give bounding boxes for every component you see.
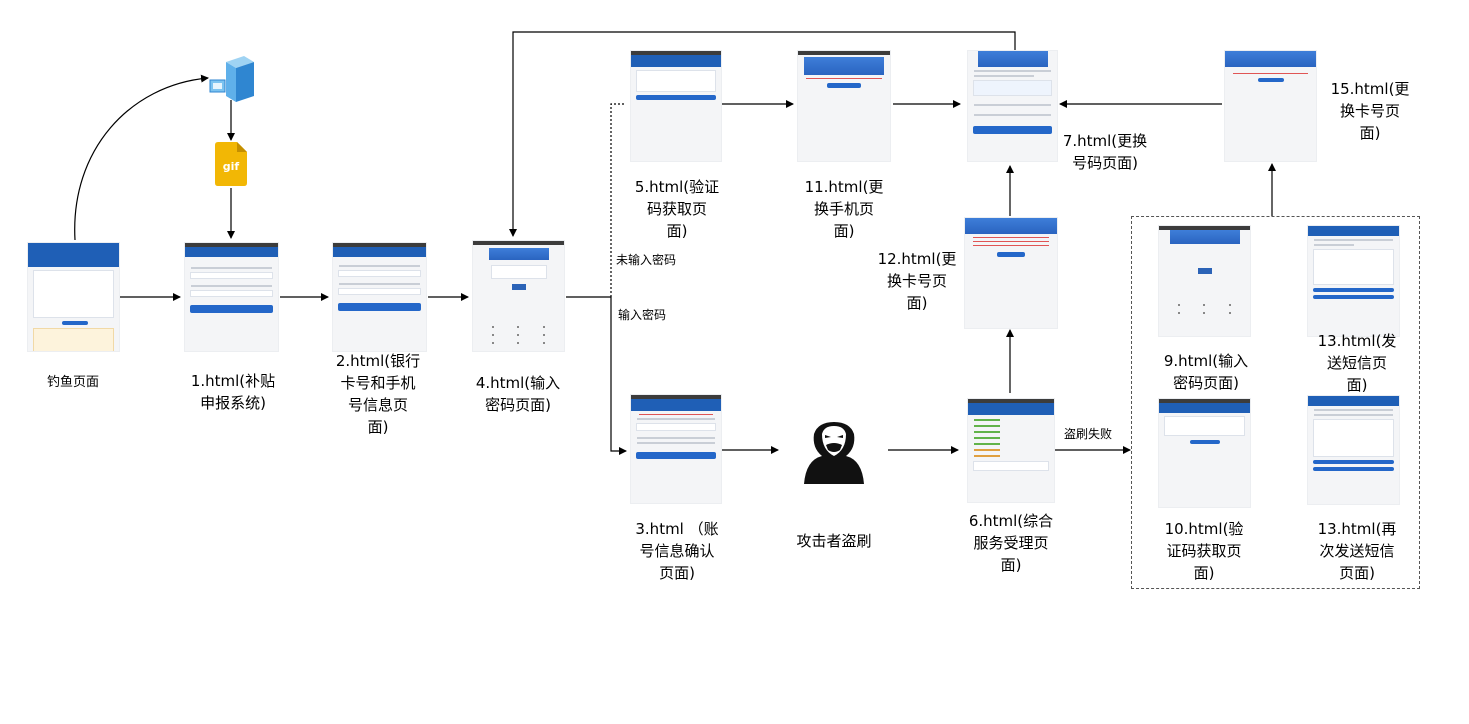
thumbnail-p4 <box>472 240 565 352</box>
gif-file-icon: gif <box>215 142 247 186</box>
label-attacker: 攻击者盗刷 <box>796 532 872 550</box>
edge-label-password: 输入密码 <box>618 308 667 322</box>
label-p1: 1.html(补贴申报系统) <box>190 372 276 412</box>
thumbnail-p7 <box>967 50 1058 162</box>
label-p6: 6.html(综合服务受理页面) <box>968 512 1054 574</box>
label-p2: 2.html(银行卡号和手机号信息页面) <box>335 352 421 436</box>
edge-label-fail: 盗刷失败 <box>1064 427 1113 441</box>
label-p10: 10.html(验证码获取页面) <box>1164 520 1244 582</box>
label-p4: 4.html(输入密码页面) <box>475 374 561 414</box>
label-p15: 15.html(更换卡号页面) <box>1330 80 1410 142</box>
label-p7: 7.html(更换号码页面) <box>1062 132 1148 172</box>
thumbnail-p6 <box>967 398 1055 503</box>
label-p12: 12.html(更换卡号页面) <box>877 250 957 312</box>
thumbnail-phishing-page <box>27 242 120 352</box>
label-phishing: 钓鱼页面 <box>46 375 99 390</box>
thumbnail-p9 <box>1158 225 1251 337</box>
label-p13a: 13.html(发送短信页面) <box>1317 332 1397 394</box>
label-p11: 11.html(更换手机页面) <box>804 178 884 240</box>
label-p9: 9.html(输入密码页面) <box>1163 352 1249 392</box>
hacker-icon <box>800 420 868 484</box>
gif-label: gif <box>222 160 240 173</box>
thumbnail-p10 <box>1158 398 1251 508</box>
thumbnail-p11 <box>797 50 891 162</box>
edge-label-no-password: 未输入密码 <box>616 253 677 267</box>
failure-group-box <box>1131 216 1420 589</box>
thumbnail-p15 <box>1224 50 1317 162</box>
thumbnail-p3 <box>630 394 722 504</box>
edge-p4-to-p3 <box>566 296 627 455</box>
thumbnail-p13b <box>1307 395 1400 505</box>
thumbnail-p1 <box>184 242 279 352</box>
label-p13b: 13.html(再次发送短信页面) <box>1317 520 1397 582</box>
edge-p4-to-p5 <box>610 103 626 297</box>
thumbnail-p2 <box>332 242 427 352</box>
thumbnail-p13a <box>1307 225 1400 337</box>
edge-p7-to-p4 <box>509 31 1016 237</box>
thumbnail-p12 <box>964 217 1058 329</box>
label-p3: 3.html （账号信息确认页面) <box>635 520 719 582</box>
edge-phishing-to-server <box>74 74 209 241</box>
thumbnail-p5 <box>630 50 722 162</box>
server-icon <box>208 56 254 102</box>
label-p5: 5.html(验证码获取页面) <box>634 178 720 240</box>
